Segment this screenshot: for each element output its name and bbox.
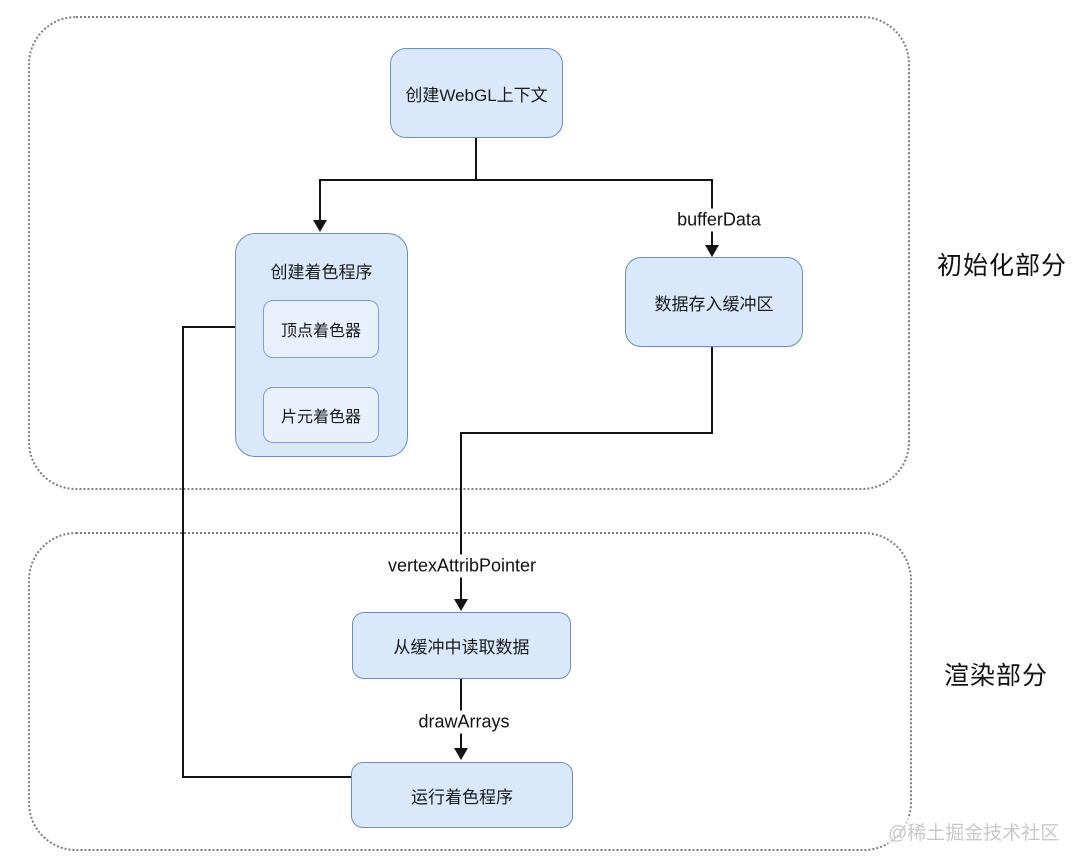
connector-branch-left-vertical	[319, 179, 321, 223]
node-fragment-shader: 片元着色器	[263, 387, 379, 443]
connector-feedback-vertical	[182, 326, 184, 778]
node-store-data-in-buffer: 数据存入缓冲区	[625, 257, 803, 347]
node-run-shader-program: 运行着色程序	[351, 762, 573, 828]
edge-label-vertexattribpointer: vertexAttribPointer	[381, 554, 543, 578]
section-initialization	[28, 16, 910, 490]
connector-mid-horizontal	[460, 432, 713, 434]
arrowhead-into-read-buffer	[454, 599, 468, 611]
connector-feedback-bottom-horizontal	[182, 776, 352, 778]
edge-label-bufferdata: bufferData	[671, 208, 767, 232]
connector-mid-down	[460, 432, 462, 601]
node-vertex-shader-label: 顶点着色器	[280, 323, 361, 340]
arrowhead-into-shader-group	[313, 220, 327, 232]
node-read-data-from-buffer-label: 从缓冲中读取数据	[393, 638, 530, 657]
arrowhead-into-run-program	[454, 748, 468, 760]
node-create-webgl-context: 创建WebGL上下文	[390, 48, 563, 138]
node-store-data-in-buffer-label: 数据存入缓冲区	[654, 294, 774, 314]
edge-label-drawarrays: drawArrays	[412, 710, 516, 734]
node-fragment-shader-label: 片元着色器	[280, 409, 361, 426]
section-label-rendering: 渲染部分	[943, 662, 1048, 690]
connector-branch-horizontal	[319, 179, 713, 181]
node-create-shader-program-group: 创建着色程序 顶点着色器 片元着色器	[235, 233, 408, 457]
section-rendering	[28, 532, 912, 851]
connector-context-down	[475, 138, 477, 181]
node-run-shader-program-label: 运行着色程序	[411, 787, 513, 807]
node-create-webgl-context-label: 创建WebGL上下文	[405, 85, 548, 105]
node-create-shader-program-label: 创建着色程序	[270, 263, 373, 282]
connector-buffer-store-down	[711, 346, 713, 434]
watermark: @稀土掘金技术社区	[888, 818, 1060, 845]
node-read-data-from-buffer: 从缓冲中读取数据	[352, 612, 571, 679]
node-vertex-shader: 顶点着色器	[263, 300, 379, 358]
section-label-initialization: 初始化部分	[936, 252, 1067, 280]
connector-feedback-top-horizontal	[182, 326, 250, 328]
arrowhead-into-buffer-store	[705, 245, 719, 257]
